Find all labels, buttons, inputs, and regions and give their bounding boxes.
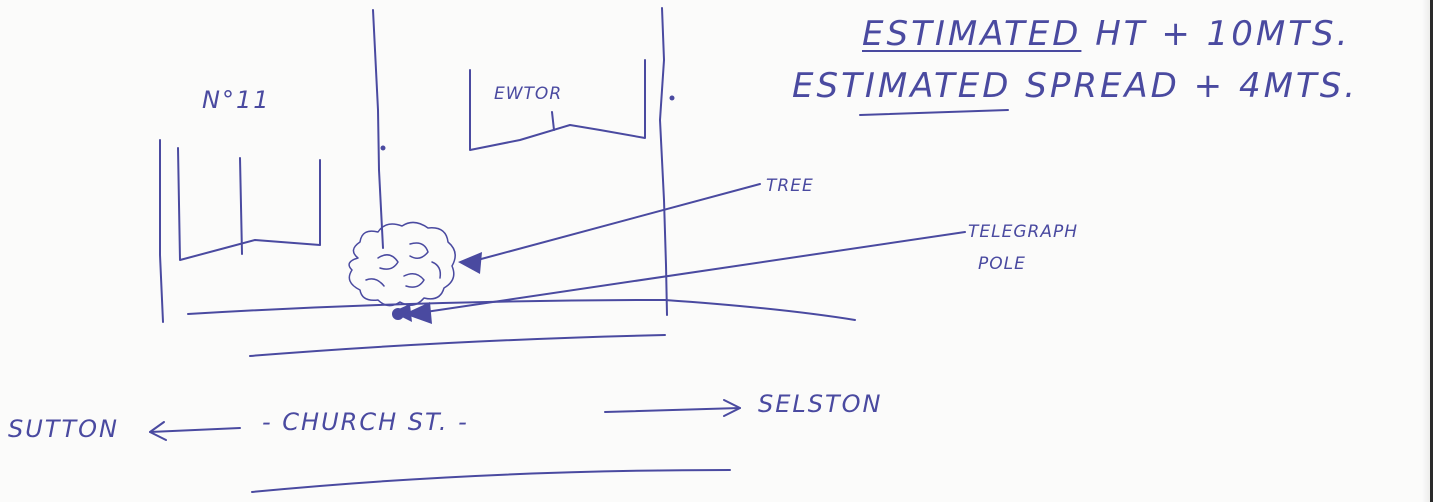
direction-right-label: SELSTON (758, 390, 883, 418)
tree-canopy (348, 221, 456, 307)
boundary-dot-right (669, 95, 675, 101)
tree-label: TREE (766, 176, 814, 196)
arrow-to-selston-line (604, 407, 741, 413)
underline-estimated-spread (859, 109, 1009, 116)
height-estimate-value: HT + 10MTS. (1095, 14, 1351, 54)
road-far-line (251, 469, 731, 493)
telegraph-pole-label-line1: TELEGRAPH (968, 222, 1078, 242)
pavement-line (187, 299, 856, 321)
telegraph-leader-line (411, 231, 966, 315)
telegraph-arrowhead (404, 302, 432, 324)
spread-estimate-value: SPREAD + 4MTS. (1025, 66, 1359, 106)
house-number-label: N°11 (202, 86, 271, 114)
boundary-line-left (372, 9, 384, 249)
telegraph-pole-marker (392, 304, 412, 322)
neighbour-label: EWTOR (494, 84, 563, 104)
tree-leader-line (469, 183, 761, 263)
ewtor-sign-post (551, 111, 555, 131)
house-no11-outline (177, 147, 321, 261)
spread-estimate-note: ESTIMATED SPREAD + 4MTS. (792, 66, 1358, 106)
boundary-line-right (659, 7, 668, 316)
height-estimate-prefix: ESTIMATED (862, 14, 1082, 54)
house-no11-mullion (239, 157, 243, 255)
house-no11-left-wall (159, 139, 164, 323)
direction-left-label: SUTTON (8, 415, 119, 443)
arrow-to-sutton-line (149, 427, 241, 433)
boundary-dot-left (380, 145, 386, 151)
height-estimate-note: ESTIMATED HT + 10MTS. (862, 14, 1350, 54)
arrow-to-selston-head (723, 399, 741, 417)
street-name-label: - CHURCH ST. - (262, 408, 469, 436)
ewtor-sign (469, 59, 646, 151)
tree-arrowhead (458, 252, 482, 274)
telegraph-pole-label-line2: POLE (978, 254, 1026, 274)
scan-edge (1430, 0, 1433, 502)
scan-edge-shadow (1422, 0, 1430, 502)
arrow-to-sutton-head (149, 421, 167, 441)
road-edge-line (249, 334, 666, 357)
spread-estimate-prefix: ESTIMATED (792, 66, 1012, 106)
